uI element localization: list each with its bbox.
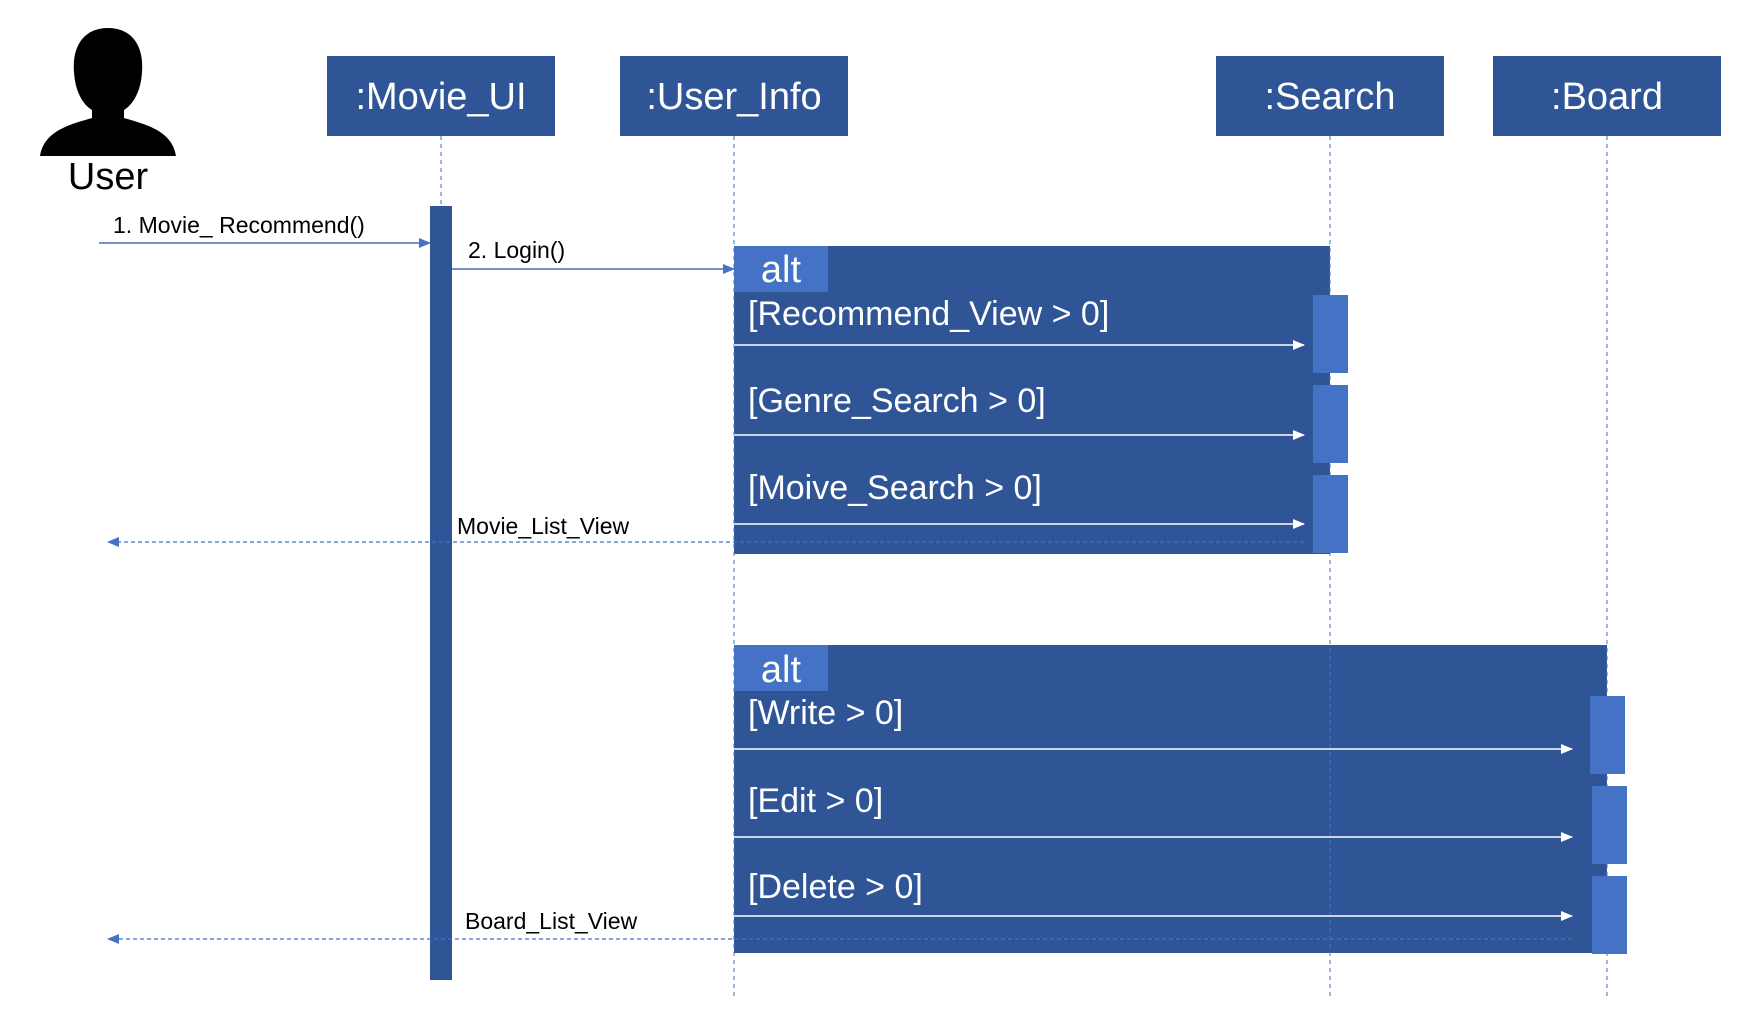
alt-fragment-search: alt bbox=[734, 246, 1330, 554]
lifeline-dashes bbox=[440, 136, 1608, 998]
guard-recommend-view: [Recommend_View > 0] bbox=[734, 295, 1305, 350]
lifeline-box bbox=[327, 56, 555, 136]
message-recommend: 1. Movie_ Recommend() bbox=[99, 212, 431, 248]
operator-tab bbox=[734, 246, 828, 292]
fragment-body bbox=[734, 246, 1330, 554]
guard-delete: [Delete > 0] bbox=[734, 868, 1573, 921]
guard-label: [Edit > 0] bbox=[748, 782, 883, 820]
operator-tab bbox=[734, 645, 828, 691]
guard-write: [Write > 0] bbox=[734, 694, 1573, 754]
guard-edit: [Edit > 0] bbox=[734, 782, 1573, 842]
alt-fragment-board: alt bbox=[734, 645, 1607, 953]
activation-movie-ui bbox=[430, 206, 452, 980]
activation-search-2 bbox=[1313, 385, 1348, 463]
return-label: Movie_List_View bbox=[457, 513, 630, 539]
lifeline-search: :Search bbox=[1216, 56, 1444, 136]
guard-genre-search: [Genre_Search > 0] bbox=[734, 382, 1305, 440]
message-login: 2. Login() bbox=[452, 237, 735, 274]
lifeline-board: :Board bbox=[1493, 56, 1721, 136]
actor-user: User bbox=[40, 28, 176, 198]
lifeline-label: :User_Info bbox=[646, 76, 821, 118]
return-label: Board_List_View bbox=[465, 908, 638, 934]
guard-label: [Genre_Search > 0] bbox=[748, 382, 1046, 420]
lifeline-label: :Movie_UI bbox=[355, 76, 526, 118]
guard-label: [Moive_Search > 0] bbox=[748, 469, 1042, 507]
activation-board-2 bbox=[1592, 786, 1627, 864]
guard-movie-search: [Moive_Search > 0] bbox=[734, 469, 1305, 529]
activation-search-1 bbox=[1313, 295, 1348, 373]
return-board-list-view: Board_List_View bbox=[107, 908, 1572, 944]
guard-label: [Delete > 0] bbox=[748, 868, 923, 906]
guard-label: [Write > 0] bbox=[748, 694, 903, 732]
actor-label: User bbox=[68, 156, 149, 198]
activation-board-3 bbox=[1592, 876, 1627, 954]
lifeline-box bbox=[1216, 56, 1444, 136]
lifeline-user-info: :User_Info bbox=[620, 56, 848, 136]
return-movie-list-view: Movie_List_View bbox=[107, 513, 1304, 547]
lifeline-box bbox=[620, 56, 848, 136]
lifeline-label: :Board bbox=[1551, 76, 1663, 118]
lifeline-label: :Search bbox=[1265, 76, 1396, 118]
person-silhouette-icon bbox=[40, 28, 176, 156]
activation-search-3 bbox=[1313, 475, 1348, 553]
guard-label: [Recommend_View > 0] bbox=[748, 295, 1109, 333]
operator-label: alt bbox=[761, 649, 802, 691]
activations-search bbox=[1313, 295, 1348, 553]
message-label: 2. Login() bbox=[468, 237, 565, 263]
lifeline-movie-ui: :Movie_UI bbox=[327, 56, 555, 136]
fragment-body bbox=[734, 645, 1607, 953]
lifeline-box bbox=[1493, 56, 1721, 136]
activations-board bbox=[1590, 696, 1627, 954]
activation-board-1 bbox=[1590, 696, 1625, 774]
operator-label: alt bbox=[761, 249, 802, 291]
message-label: 1. Movie_ Recommend() bbox=[113, 212, 365, 238]
